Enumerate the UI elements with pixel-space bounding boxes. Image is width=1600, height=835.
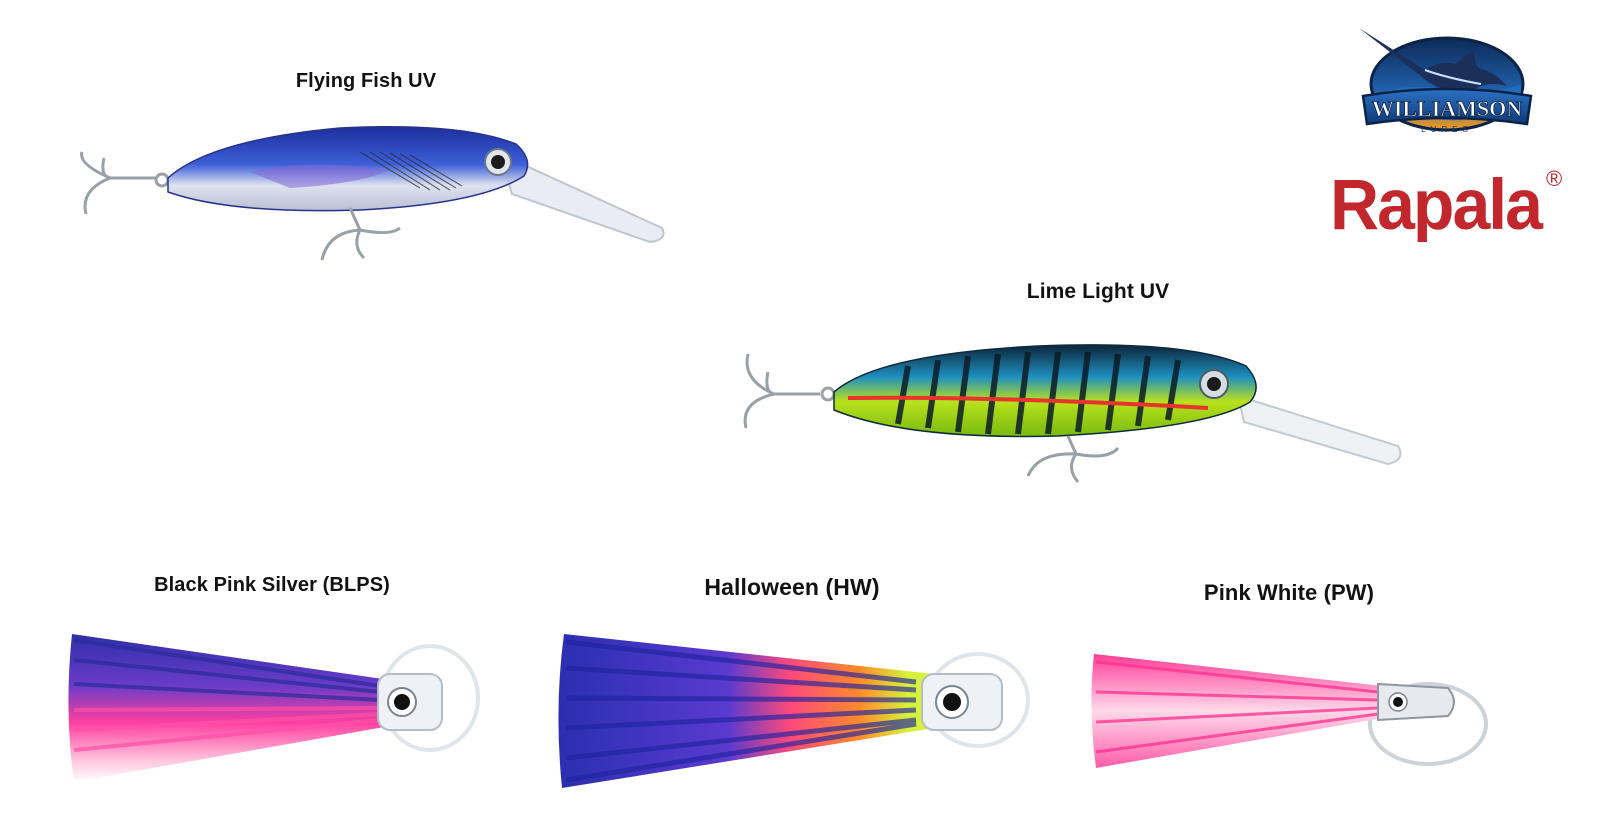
williamson-sub-wordmark: LURES xyxy=(1421,125,1473,134)
lime-light-uv-lure-image xyxy=(743,344,1402,483)
halloween-lure-image xyxy=(558,634,1030,788)
rapala-logo: Rapala ® xyxy=(1330,165,1562,242)
black-pink-silver-lure-image xyxy=(68,634,480,782)
pink-white-lure-image xyxy=(1091,654,1488,768)
williamson-wordmark: WILLIAMSON xyxy=(1372,96,1522,121)
lure-label-lime-light-uv: Lime Light UV xyxy=(1026,280,1170,303)
lure-label-flying-fish-uv: Flying Fish UV xyxy=(295,70,437,92)
williamson-logo: WILLIAMSON LURES xyxy=(1359,28,1533,134)
flying-fish-uv-lure-image xyxy=(80,125,665,261)
rapala-registered-mark: ® xyxy=(1546,166,1562,191)
treble-hook-icon xyxy=(80,151,170,215)
lure-label-pink-white: Pink White (PW) xyxy=(1203,580,1375,605)
lure-label-halloween: Halloween (HW) xyxy=(704,574,880,600)
lure-label-black-pink-silver: Black Pink Silver (BLPS) xyxy=(154,574,390,596)
rapala-wordmark: Rapala xyxy=(1330,165,1544,242)
